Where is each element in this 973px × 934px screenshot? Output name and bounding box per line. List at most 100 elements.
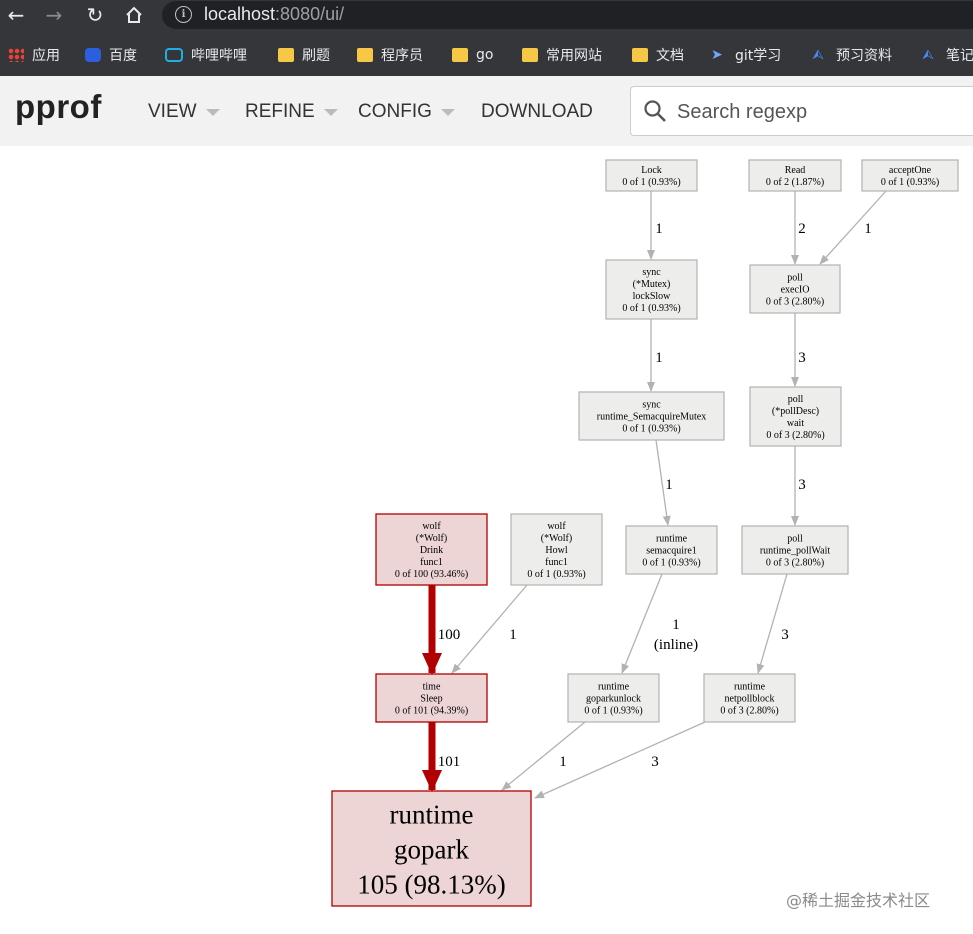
bookmark-label: 哔哩哔哩 [191,48,247,64]
folder-icon [357,48,373,62]
search-icon [644,100,666,122]
bookmark-label: git学习 [735,48,782,64]
bookmark-item[interactable]: go [452,44,493,66]
node-label: netpollblock [725,693,775,704]
node-label: runtime [734,681,766,692]
node-label: gopark [394,834,469,864]
forward-icon[interactable]: → [45,3,63,27]
node-box [605,259,698,320]
bilibili-icon [165,48,183,62]
edge-semacquiremutex-semacquire1[interactable] [655,439,671,526]
search-input[interactable] [675,96,959,128]
back-icon[interactable]: ← [7,3,25,27]
node-label: runtime_SemacquireMutex [597,411,706,422]
menu-view-label: VIEW [148,101,197,122]
bookmark-item[interactable]: ➤ git学习 [711,44,781,66]
search-box [630,86,973,136]
edge-label: 3 [798,350,806,366]
edge-goparkunlock-gopark[interactable] [501,721,586,791]
node-label: wolf [547,521,566,532]
menu-view[interactable]: VIEW [148,101,220,123]
chevron-down-icon [323,108,338,116]
edge-acceptone-execio[interactable] [819,190,887,265]
bookmark-item[interactable]: 常用网站 [522,44,602,66]
node-label: 0 of 2 (1.87%) [766,177,824,188]
bookmark-label: 刷题 [302,48,330,64]
home-icon[interactable] [122,4,146,26]
node-box [578,391,725,441]
edge-label: 1 [655,221,663,237]
menu-config-label: CONFIG [358,101,432,122]
edge-netpollblock-gopark[interactable] [534,721,706,799]
reload-icon[interactable]: ↻ [86,3,104,27]
node-label: 0 of 1 (0.93%) [622,177,680,188]
site-info-icon[interactable]: i [175,6,192,23]
bookmarks-bar: 应用 百度 哔哩哔哩 刷题 程序员 go 常用网站 文档 ➤ git学习 ⮙预习资料 ⮙笔记 [0,38,973,70]
node-label: runtime [390,799,474,829]
node-label: 0 of 1 (0.93%) [527,569,585,580]
node-label: (*Wolf) [541,533,572,544]
edge-semacquire1-goparkunlock[interactable] [621,573,663,674]
node-label: 0 of 3 (2.80%) [766,296,824,307]
address-bar[interactable]: i localhost:8080/ui/ [162,1,973,29]
node-label: 0 of 1 (0.93%) [642,557,700,568]
pprof-logo: pprof [15,88,102,125]
rocket-icon: ➤ [711,47,723,63]
menu-refine[interactable]: REFINE [245,101,338,123]
node-label: runtime [656,533,688,544]
edge-howl-sleep[interactable] [451,584,528,674]
bookmark-item[interactable]: 哔哩哔哩 [165,44,247,66]
url-path: :8080/ui/ [275,4,345,24]
node-box [749,264,841,314]
layers-icon: ⮙ [922,47,934,63]
bookmark-item[interactable]: ⮙预习资料 [812,44,892,66]
edge-label: 100 [438,627,461,643]
bookmark-item[interactable]: 应用 [8,44,60,66]
edge-label: 1 [672,617,680,633]
edge-label: (inline) [654,637,698,653]
watermark: @稀土掘金技术社区 [786,891,931,910]
node-label: 105 (98.13%) [357,869,505,899]
node-label: sync [642,399,661,410]
menu-refine-label: REFINE [245,101,315,122]
node-box [375,673,488,723]
node-label: Drink [420,545,443,556]
bookmark-item[interactable]: 程序员 [357,44,423,66]
node-label: Lock [641,165,662,176]
node-label: func1 [545,557,568,568]
edge-label: 2 [798,221,806,237]
bookmark-item[interactable]: 文档 [632,44,684,66]
edge-label: 1 [665,477,673,493]
node-label: time [423,681,441,692]
node-label: 0 of 101 (94.39%) [395,705,468,716]
graph-node-gopark[interactable]: runtime gopark 105 (98.13%) [331,790,532,907]
node-label: execIO [781,284,810,295]
bookmark-item[interactable]: 百度 [85,44,137,66]
apps-icon [8,48,24,62]
edge-pollwait-netpollblock[interactable] [756,573,788,674]
node-label: acceptOne [889,165,932,176]
address-url: localhost:8080/ui/ [204,4,344,25]
menu-config[interactable]: CONFIG [358,101,455,123]
chevron-down-icon [440,108,455,116]
node-label: runtime_pollWait [760,545,831,556]
bookmark-item[interactable]: ⮙笔记 [922,44,973,66]
bookmark-item[interactable]: 刷题 [278,44,330,66]
node-label: wait [787,418,804,429]
menu-download[interactable]: DOWNLOAD [481,101,593,123]
